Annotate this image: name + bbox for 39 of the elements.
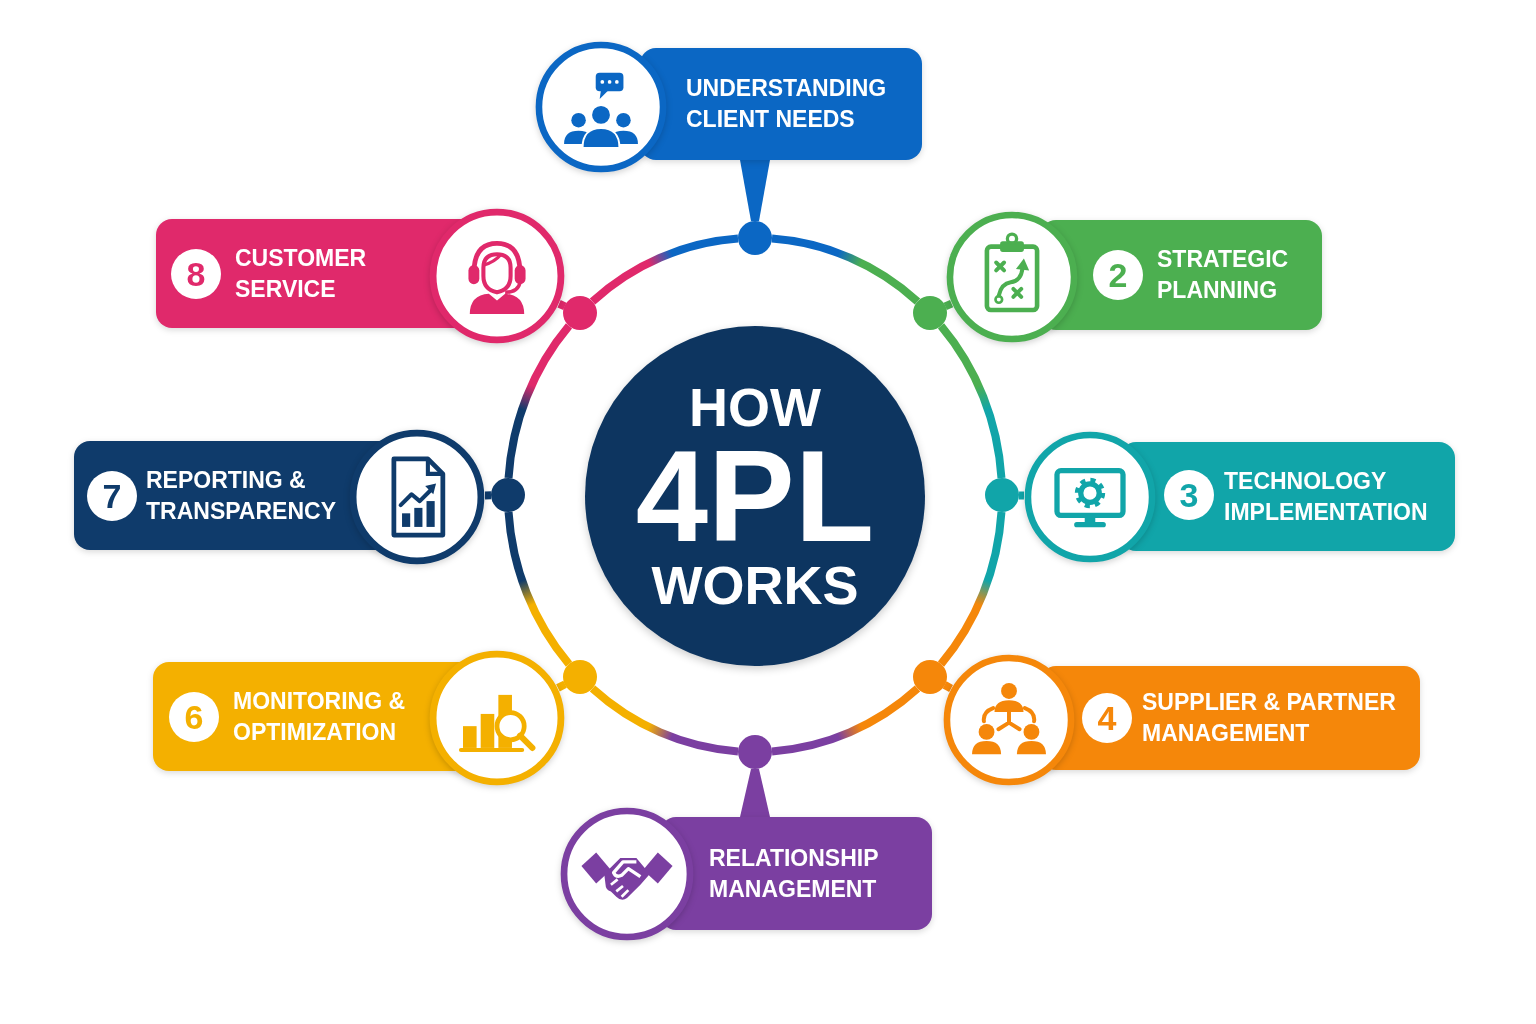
hub-title: HOW (689, 377, 821, 437)
step-title: STRATEGIC PLANNING (1157, 245, 1290, 305)
ring-arc (504, 511, 573, 667)
step-card (943, 654, 1420, 786)
ring-arc (771, 234, 920, 305)
ring-dot (738, 735, 772, 769)
step-title: CUSTOMER SERVICE (235, 243, 368, 304)
ring-dot (985, 478, 1019, 512)
step-card (946, 211, 1322, 343)
ring-arc (590, 685, 739, 756)
hub-title: WORKS (651, 555, 859, 615)
ring-dot (738, 221, 772, 255)
ring-arc (590, 234, 739, 305)
step-card (1024, 431, 1455, 563)
step-title: MONITORING & OPTIMIZATION (233, 686, 407, 747)
step-title: TECHNOLOGY IMPLEMENTATION (1224, 466, 1429, 527)
ring-arc (771, 685, 920, 756)
ring-dot (563, 296, 598, 331)
connector-line (1018, 491, 1025, 500)
step-title: REPORTING & TRANSPARENCY (146, 465, 337, 526)
pointer-tail (740, 160, 770, 221)
step-card (156, 208, 565, 344)
pointer-tail (740, 769, 770, 817)
step-title: UNDERSTANDING CLIENT NEEDS (686, 74, 888, 134)
hub-title: 4PL (635, 437, 875, 555)
step-title: SUPPLIER & PARTNER MANAGEMENT (1142, 688, 1397, 748)
ring-dot (563, 659, 598, 694)
step-card (535, 41, 922, 173)
step-title: RELATIONSHIP MANAGEMENT (709, 843, 880, 904)
step-card (560, 807, 932, 941)
connector-line (556, 680, 567, 692)
ring-dot (912, 296, 947, 331)
step-card (153, 650, 565, 786)
step-card (74, 429, 485, 565)
ring-dot (912, 659, 947, 694)
ring-dot (491, 478, 525, 512)
ring-arc (937, 511, 1006, 667)
ring-arc (504, 323, 573, 479)
ring-arc (937, 323, 1006, 479)
